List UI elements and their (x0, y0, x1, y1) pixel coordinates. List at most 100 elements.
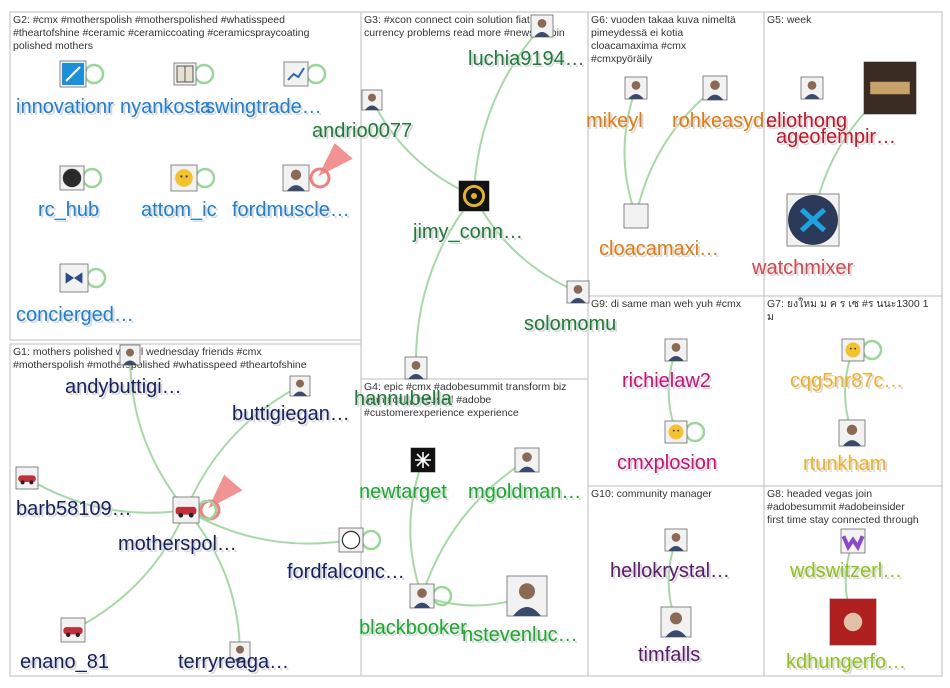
node-rohkeasyd[interactable]: rohkeasyd…rohkeasyd… (672, 75, 786, 134)
person-avatar (628, 80, 644, 99)
edge-luchia9194-jimy_conn (473, 25, 543, 197)
game-logo-avatar (864, 62, 916, 114)
node-motherspol[interactable]: motherspol…motherspol… (118, 496, 239, 557)
coin-logo-avatar (459, 181, 489, 211)
node-label-shadow: jimy_conn… (414, 223, 525, 245)
node-andybuttigi[interactable]: andybuttigi…andybuttigi… (65, 344, 184, 400)
node-label: timfalls (638, 644, 700, 666)
mixer-logo-avatar (788, 195, 838, 245)
node-label-shadow: enano_81 (22, 653, 111, 675)
w-logo-avatar (841, 535, 865, 552)
node-hellokrystal[interactable]: hellokrystal…hellokrystal… (610, 528, 732, 584)
person-avatar (570, 284, 586, 303)
group-title: #adobesummit #adobeinsider (767, 501, 905, 513)
edge-newtarget-blackbooker (409, 459, 424, 597)
node-label-shadow: wdswitzerl… (791, 562, 904, 584)
group-title: G2: #cmx #motherspolish #motherspolished… (13, 14, 285, 26)
node-label-shadow: luchia9194… (470, 50, 587, 72)
group-title: cloacamaxima #cmx (591, 40, 687, 52)
node-label-shadow: blackbooker (361, 619, 469, 641)
node-cqg5nr87c[interactable]: cqg5nr87c…cqg5nr87c… (790, 338, 905, 394)
node-label-shadow: ageofempir… (778, 128, 898, 150)
node-fordmuscle[interactable]: fordmuscle…fordmuscle… (232, 164, 352, 223)
group-frame (587, 11, 765, 297)
node-label-shadow: timfalls (640, 646, 702, 668)
group-title: currency problems read more #newsbitcoin (364, 27, 565, 39)
edge-jimy_conn-hannubella (414, 195, 475, 369)
edge-buttigiegan-motherspol (185, 385, 301, 511)
tools-avatar (62, 63, 84, 85)
node-ageofempir[interactable]: ageofempir…ageofempir… (776, 61, 917, 150)
node-label-shadow: rohkeasyd… (674, 112, 786, 134)
node-nstevenluc[interactable]: nstevenluc…nstevenluc… (462, 575, 580, 648)
node-label-shadow: andybuttigi… (67, 378, 184, 400)
node-mgoldman[interactable]: mgoldman…mgoldman… (468, 447, 583, 505)
node-barb58109[interactable]: barb58109…barb58109… (15, 466, 134, 522)
node-swingtrade[interactable]: swingtrade…swingtrade… (205, 61, 327, 120)
node-label-shadow: nyankosta (122, 98, 214, 120)
group-panel-g3: G3: #xcon connect coin solution fiatcurr… (360, 11, 589, 380)
node-label: andybuttigi… (65, 376, 182, 398)
node-terryreaga[interactable]: terryreaga…terryreaga… (178, 641, 291, 675)
group-panel-g4: G4: epic #cmx #adobesummit transform biz… (360, 378, 589, 677)
node-jimy_conn[interactable]: jimy_conn…jimy_conn… (412, 180, 525, 245)
node-label: rohkeasyd… (672, 110, 784, 132)
avatar-frame (283, 61, 309, 87)
person-avatar (365, 93, 379, 110)
node-label: hannubella (354, 388, 453, 410)
node-label: attom_ic (141, 199, 217, 221)
node-fordfalconc[interactable]: fordfalconc…fordfalconc… (287, 527, 407, 585)
node-concierged[interactable]: concierged…concierged… (16, 263, 136, 328)
bowtie-avatar (65, 272, 83, 284)
node-label-shadow: mikeyl (588, 112, 645, 134)
node-wdswitzerl[interactable]: wdswitzerl…wdswitzerl… (789, 528, 904, 584)
node-label-shadow: motherspol… (120, 535, 239, 557)
node-label: innovationr (16, 96, 114, 118)
group-title: #customerexperience experience (364, 407, 519, 419)
node-label-shadow: terryreaga… (180, 653, 291, 675)
emoji-avatar (668, 424, 684, 440)
node-luchia9194[interactable]: luchia9194…luchia9194… (468, 14, 587, 72)
node-label: watchmixer (751, 257, 853, 279)
group-frame (360, 378, 589, 677)
node-label: rtunkham (803, 453, 886, 475)
group-title: G5: week (767, 14, 812, 26)
node-buttigiegan[interactable]: buttigiegan…buttigiegan… (232, 375, 352, 427)
car-avatar (175, 506, 197, 518)
group-panel-g6: G6: vuoden takaa kuva nimeltäpimeydessä … (587, 11, 765, 297)
person-avatar (123, 348, 137, 365)
node-label: fordmuscle… (232, 199, 350, 221)
node-cloacamaxi[interactable]: cloacamaxi…cloacamaxi… (599, 203, 721, 262)
node-label-shadow: eliothong (768, 112, 849, 134)
node-kdhungerfo[interactable]: kdhungerfo…kdhungerfo… (786, 598, 908, 675)
person-avatar (804, 80, 820, 99)
node-label: newtarget (359, 481, 447, 503)
node-label-shadow: hellokrystal… (612, 562, 732, 584)
person-avatar (413, 588, 431, 608)
person-avatar (665, 612, 687, 637)
group-title: G8: headed vegas join (767, 488, 872, 500)
node-label: concierged… (16, 304, 134, 326)
group-title: G7: ยงใหม ม ค ร เซ #ร นนะ1300 1 (767, 297, 929, 310)
group-title: G4: epic #cmx #adobesummit transform biz (364, 381, 567, 393)
node-label: mgoldman… (468, 481, 581, 503)
group-frame (763, 11, 943, 297)
